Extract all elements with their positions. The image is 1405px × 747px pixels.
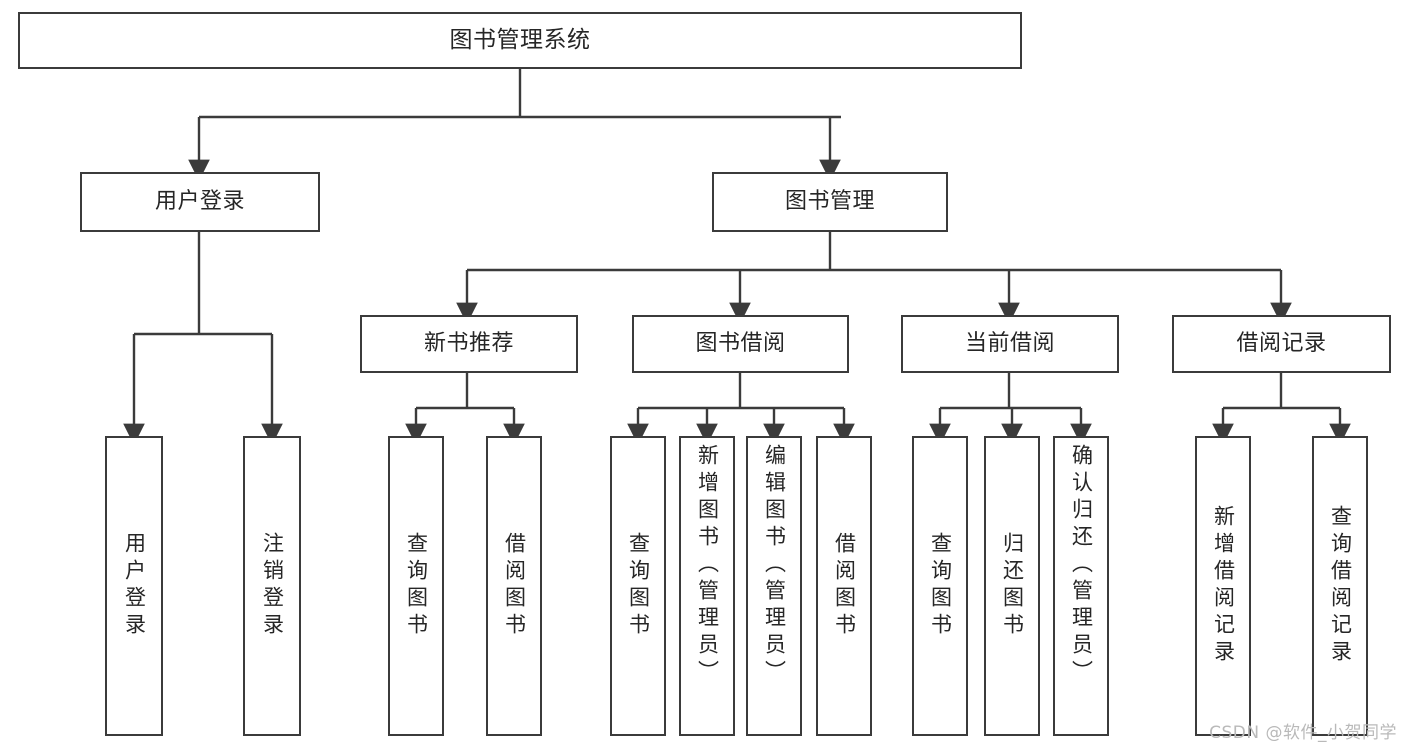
leaf-query-book-3[interactable]: 查询图书 bbox=[912, 436, 968, 736]
leaf-user-login[interactable]: 用户登录 bbox=[105, 436, 163, 736]
node-label: 归还图书 bbox=[1000, 532, 1025, 640]
node-book-borrow[interactable]: 图书借阅 bbox=[632, 315, 849, 373]
node-user-login[interactable]: 用户登录 bbox=[80, 172, 320, 232]
node-label: 查询图书 bbox=[404, 532, 429, 640]
node-label: 图书管理系统 bbox=[449, 26, 591, 53]
node-label: 借阅图书 bbox=[832, 532, 857, 640]
node-label: 编辑图书（管理员） bbox=[762, 444, 787, 687]
node-label: 图书借阅 bbox=[695, 331, 786, 357]
leaf-user-logout[interactable]: 注销登录 bbox=[243, 436, 301, 736]
leaf-query-book-2[interactable]: 查询图书 bbox=[610, 436, 666, 736]
leaf-query-book-1[interactable]: 查询图书 bbox=[388, 436, 444, 736]
node-label: 新增图书（管理员） bbox=[695, 444, 720, 687]
node-label: 借阅图书 bbox=[502, 532, 527, 640]
leaf-borrow-book-2[interactable]: 借阅图书 bbox=[816, 436, 872, 736]
leaf-edit-book-admin[interactable]: 编辑图书（管理员） bbox=[746, 436, 802, 736]
node-new-book-recommend[interactable]: 新书推荐 bbox=[360, 315, 578, 373]
leaf-borrow-book-1[interactable]: 借阅图书 bbox=[486, 436, 542, 736]
leaf-return-book[interactable]: 归还图书 bbox=[984, 436, 1040, 736]
node-label: 注销登录 bbox=[260, 532, 285, 640]
node-label: 当前借阅 bbox=[964, 331, 1055, 357]
node-label: 查询图书 bbox=[928, 532, 953, 640]
node-label: 用户登录 bbox=[154, 189, 245, 215]
node-label: 查询借阅记录 bbox=[1328, 505, 1353, 667]
node-label: 确认归还（管理员） bbox=[1069, 444, 1094, 687]
node-label: 用户登录 bbox=[122, 532, 147, 640]
node-book-manage[interactable]: 图书管理 bbox=[712, 172, 948, 232]
csdn-watermark: CSDN @软件_小贺同学 bbox=[1209, 723, 1397, 743]
node-current-borrow[interactable]: 当前借阅 bbox=[901, 315, 1119, 373]
node-label: 新书推荐 bbox=[423, 331, 514, 357]
node-label: 借阅记录 bbox=[1236, 331, 1327, 357]
node-label: 查询图书 bbox=[626, 532, 651, 640]
leaf-add-book-admin[interactable]: 新增图书（管理员） bbox=[679, 436, 735, 736]
leaf-query-borrow-record[interactable]: 查询借阅记录 bbox=[1312, 436, 1368, 736]
leaf-confirm-return-admin[interactable]: 确认归还（管理员） bbox=[1053, 436, 1109, 736]
node-root-system[interactable]: 图书管理系统 bbox=[18, 12, 1022, 69]
node-borrow-record[interactable]: 借阅记录 bbox=[1172, 315, 1391, 373]
node-label: 新增借阅记录 bbox=[1211, 505, 1236, 667]
node-label: 图书管理 bbox=[784, 189, 875, 215]
leaf-add-borrow-record[interactable]: 新增借阅记录 bbox=[1195, 436, 1251, 736]
